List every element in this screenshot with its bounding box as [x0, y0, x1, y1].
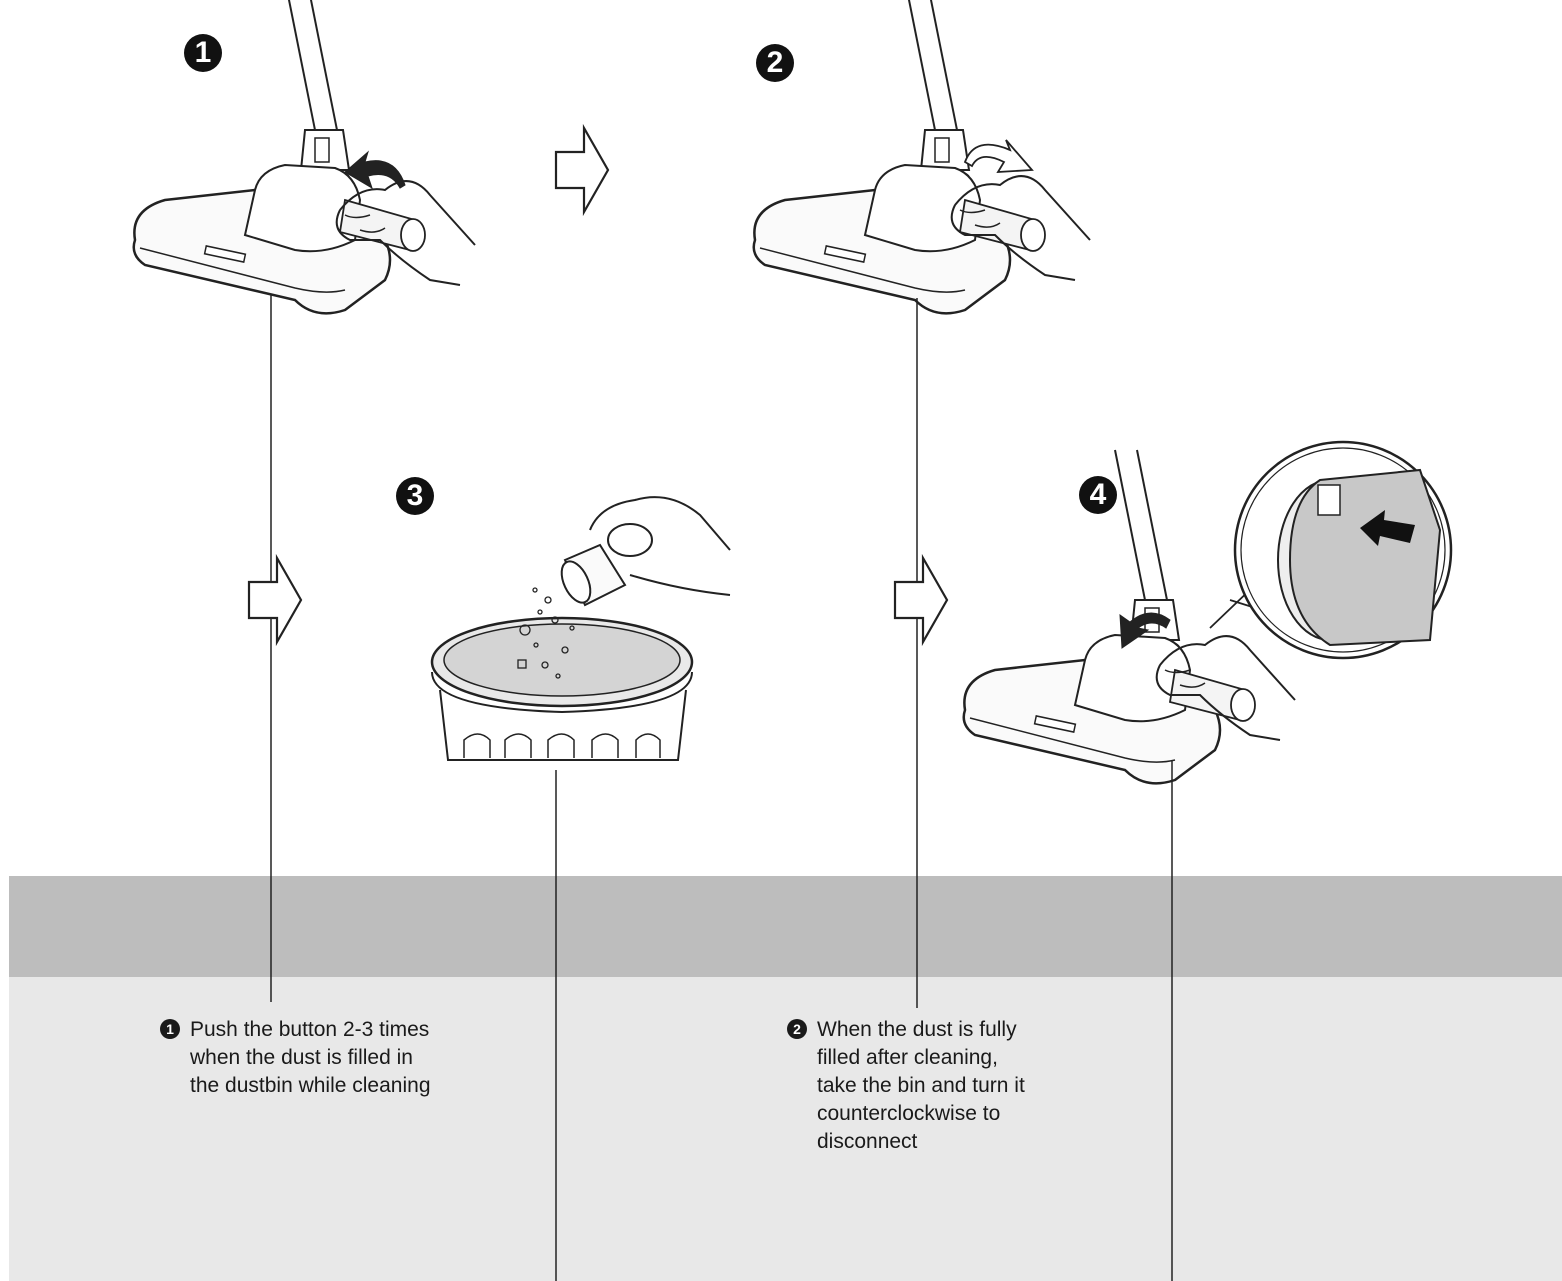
step-2-badge: 2	[756, 44, 794, 82]
step-3-badge: 3	[396, 477, 434, 515]
caption-band	[9, 977, 1562, 1281]
caption-line: Push the button 2-3 times	[190, 1018, 430, 1041]
caption-badge: 2	[787, 1019, 807, 1039]
caption-line: When the dust is fully	[817, 1018, 1017, 1041]
detail-callout	[1209, 440, 1453, 660]
push-arrow-icon	[1360, 510, 1415, 546]
caption-line: the dustbin while cleaning	[190, 1074, 431, 1097]
caption-line: counterclockwise to	[817, 1102, 1001, 1125]
right-arrow-icon	[247, 556, 303, 644]
step-4-badge: 4	[1079, 476, 1117, 514]
rotate-arrow-icon	[963, 139, 1034, 173]
rotate-arrow-icon	[344, 150, 406, 190]
caption-line: disconnect	[817, 1130, 918, 1153]
step-3-dustbin-cup	[560, 523, 653, 607]
right-arrow-icon	[554, 126, 610, 214]
caption-line: take the bin and turn it	[817, 1074, 1025, 1097]
caption-step-2: 2 When the dust is fully filled after cle…	[787, 1016, 1025, 1156]
step-1-badge: 1	[184, 34, 222, 72]
header-band	[9, 876, 1562, 977]
caption-line: when the dust is filled in	[190, 1046, 413, 1069]
caption-step-1: 1 Push the button 2-3 times when the dust…	[160, 1016, 431, 1100]
trash-bin	[430, 616, 694, 761]
rotate-arrow-icon	[1119, 612, 1171, 649]
caption-line: filled after cleaning,	[817, 1046, 998, 1069]
step-1-nozzle	[132, 0, 427, 315]
dust-particles	[517, 587, 575, 679]
step-3-hand	[589, 496, 731, 596]
caption-badge: 1	[160, 1019, 180, 1039]
right-arrow-icon	[893, 556, 949, 644]
